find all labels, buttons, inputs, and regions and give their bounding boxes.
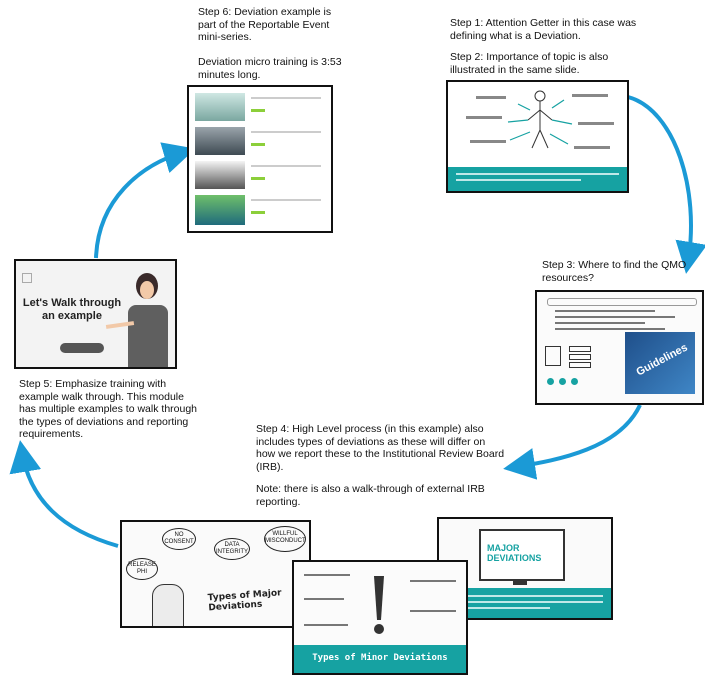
person-sketch — [152, 584, 184, 626]
step6-slide-thumbnail — [187, 85, 333, 233]
video-controls — [60, 343, 104, 353]
step1-caption-bar — [448, 167, 627, 191]
step6-note: Deviation micro training is 3:53 minutes… — [198, 56, 342, 81]
step2-text: Step 2: Importance of topic is also illu… — [450, 51, 609, 76]
step6-text: Step 6: Deviation example is part of the… — [198, 6, 332, 43]
bubble-no-consent: NO CONSENT — [162, 528, 196, 550]
step5-text: Step 5: Emphasize training with example … — [19, 378, 198, 440]
step4-text: Step 4: High Level process (in this exam… — [256, 423, 505, 473]
guidelines-label: Guidelines — [634, 341, 690, 379]
minor-caption-bar: Types of Minor Deviations — [294, 645, 466, 673]
arrow-step3-to-step4 — [503, 404, 642, 480]
video-thumb-2 — [195, 127, 245, 155]
bubble-release-phi: RELEASE PHI — [126, 558, 158, 580]
minor-deviations-title: Types of Minor Deviations — [312, 653, 448, 663]
major-deviations-title: Types of Major Deviations — [207, 588, 282, 614]
exclamation-icon — [374, 576, 384, 620]
minor-deviations-slide: Types of Minor Deviations — [292, 560, 468, 675]
step3-slide-thumbnail: Guidelines — [535, 290, 704, 405]
bubble-willful-misconduct: WILLFUL MISCONDUCT — [264, 526, 306, 552]
arrow-step5-to-step6 — [94, 142, 196, 259]
step4-note: Note: there is also a walk-through of ex… — [256, 483, 485, 508]
video-thumb-1 — [195, 93, 245, 121]
step1-text: Step 1: Attention Getter in this case wa… — [450, 17, 637, 42]
guidelines-photo: Guidelines — [625, 332, 695, 394]
arrow-step4-to-step5 — [9, 440, 119, 548]
major-deviations-slide: RELEASE PHI NO CONSENT DATA INTEGRITY WI… — [120, 520, 311, 628]
presenter-figure — [128, 305, 168, 367]
arrow-step2-to-step3 — [627, 95, 705, 274]
video-thumb-4 — [195, 195, 245, 225]
step5-slide-thumbnail: Let's Walk through an example — [14, 259, 177, 369]
walk-through-title: Let's Walk through an example — [22, 297, 122, 322]
deviation-diagram-sketch — [466, 90, 614, 149]
monitor-label: MAJOR DEVIATIONS — [487, 543, 542, 563]
bubble-data-integrity: DATA INTEGRITY — [214, 538, 250, 560]
step3-text: Step 3: Where to find the QMO resources? — [542, 259, 687, 284]
video-thumb-3 — [195, 161, 245, 189]
monitor-sketch: MAJOR DEVIATIONS — [479, 529, 565, 581]
step1-slide-thumbnail — [446, 80, 629, 193]
